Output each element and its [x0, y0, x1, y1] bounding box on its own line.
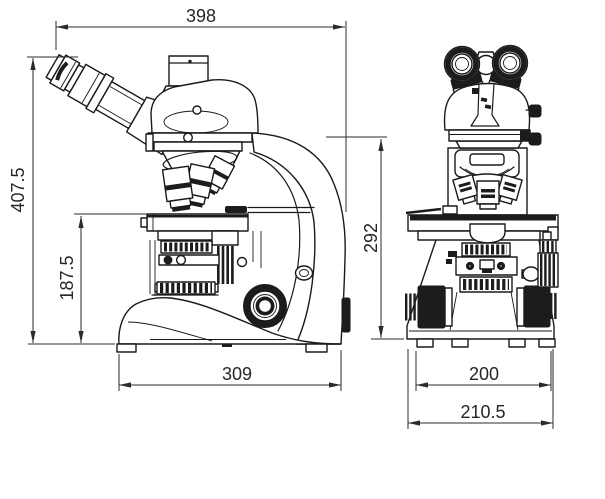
objective — [476, 180, 500, 210]
objectives — [161, 155, 236, 212]
front-objectives — [452, 173, 523, 210]
condenser — [154, 230, 248, 295]
microscope-side-view — [45, 54, 351, 353]
tension-knob — [294, 265, 314, 281]
dim-stage-height: 187.5 — [57, 213, 148, 343]
filter-holder — [158, 254, 220, 266]
nosepiece-knob — [528, 132, 542, 146]
head-lock-knob — [528, 104, 542, 118]
dim-stand-height-label: 292 — [361, 223, 381, 253]
dim-stand-height: 292 — [326, 136, 404, 340]
eyecup-shade — [55, 61, 69, 81]
microscope-front-view — [405, 44, 559, 348]
head-mount-plate — [147, 132, 253, 143]
front-head — [443, 44, 542, 146]
condenser-knob — [522, 266, 540, 282]
dim-overall-depth-label: 398 — [186, 6, 216, 26]
dim-overall-width: 210.5 — [407, 349, 554, 429]
head-dovetail-plate — [448, 129, 531, 142]
dim-overall-depth: 398 — [55, 6, 347, 212]
objective — [161, 165, 194, 212]
foot — [508, 338, 526, 348]
foot — [116, 343, 137, 353]
condenser-mount — [211, 230, 239, 246]
focus-knob — [243, 284, 287, 328]
dim-base-width-label: 200 — [469, 364, 499, 384]
specimen-holder — [225, 206, 247, 213]
base — [116, 294, 342, 353]
dimensions: 398 407.5 187.5 292 309 — [8, 6, 554, 429]
foot — [305, 343, 328, 353]
front-condenser — [446, 223, 540, 293]
eyepiece-right — [491, 44, 529, 82]
foot — [538, 338, 556, 348]
stage-control-knob — [537, 231, 559, 288]
objective — [496, 173, 523, 205]
stage — [140, 206, 315, 296]
dim-overall-height: 407.5 — [8, 56, 115, 345]
objective — [452, 173, 479, 205]
dim-base-depth: 309 — [118, 350, 342, 391]
prism-column — [470, 83, 500, 127]
dim-overall-width-label: 210.5 — [460, 402, 505, 422]
dim-stage-height-label: 187.5 — [57, 255, 77, 300]
arm — [249, 132, 351, 345]
base-rear-knob — [341, 297, 351, 333]
dim-base-depth-label: 309 — [222, 364, 252, 384]
trinocular-head — [145, 79, 259, 152]
front-focus-knob-right — [516, 285, 558, 328]
foot — [451, 338, 469, 348]
foot — [416, 338, 434, 348]
slide-holder-arm — [405, 207, 442, 215]
dim-overall-height-label: 407.5 — [8, 167, 28, 212]
dim-base-width: 200 — [415, 351, 552, 391]
base-outline — [118, 297, 342, 345]
eyepiece-left — [443, 45, 481, 83]
front-focus-knob-left — [405, 285, 453, 329]
